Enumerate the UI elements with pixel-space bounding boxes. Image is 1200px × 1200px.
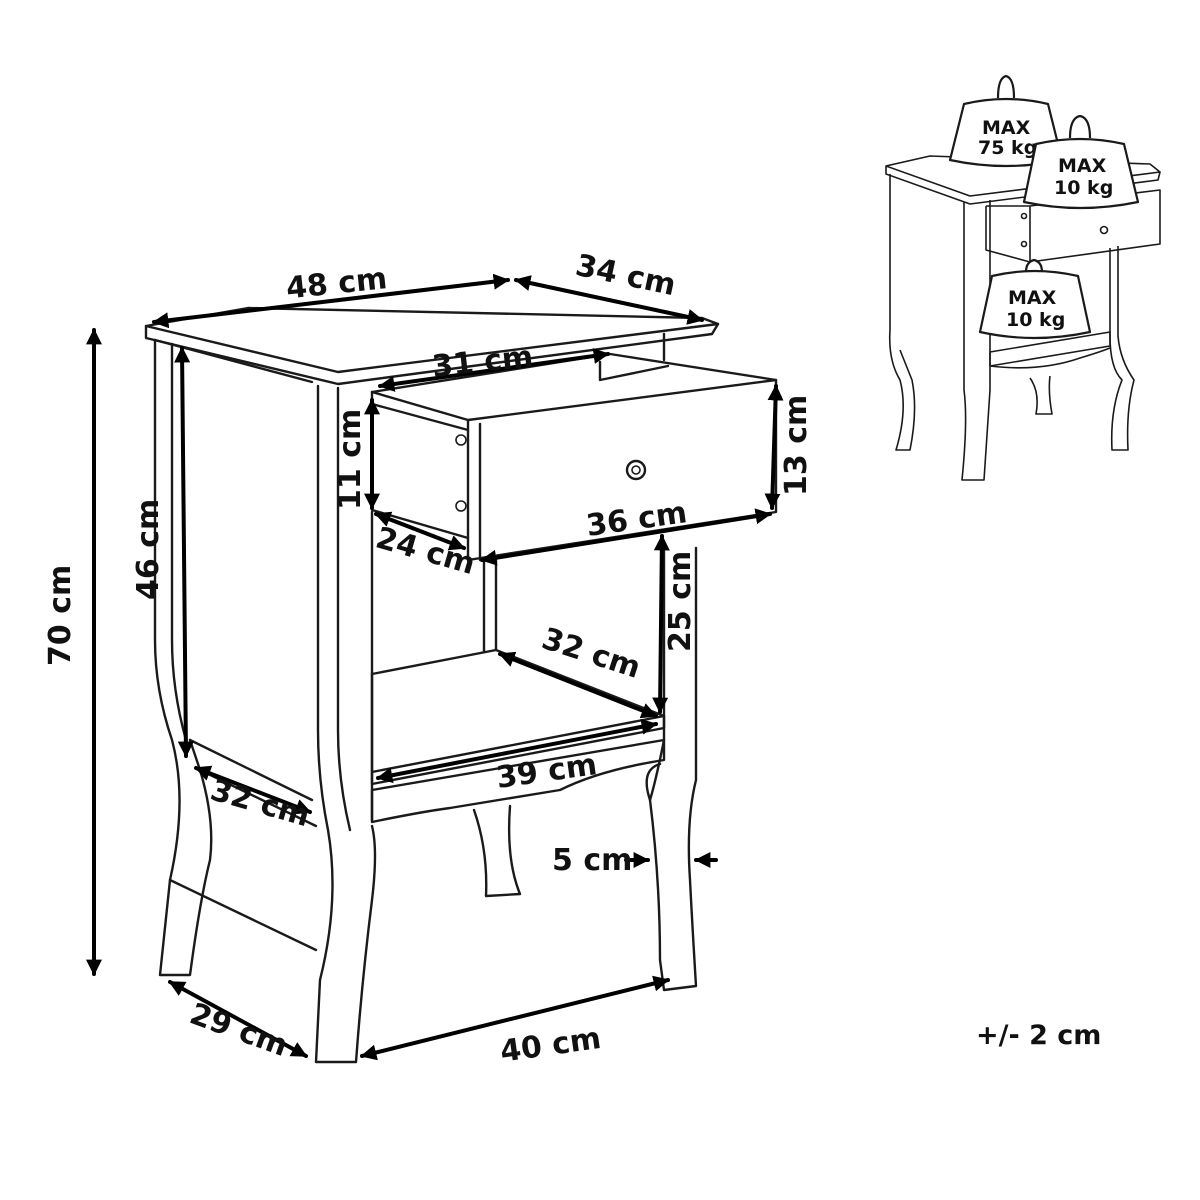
- label-top-width: 48 cm: [284, 261, 388, 306]
- weight-shelf-line1: MAX: [1008, 287, 1057, 309]
- weight-drawer-line1: MAX: [1058, 155, 1107, 177]
- label-shelf-clearance: 25 cm: [663, 551, 698, 652]
- nightstand-drawing: [144, 306, 778, 1064]
- label-drawer-front-height: 13 cm: [779, 395, 814, 496]
- label-base-width: 40 cm: [498, 1021, 603, 1070]
- weight-shelf-line2: 10 kg: [1006, 309, 1065, 331]
- drawer-body: [370, 352, 778, 562]
- back-right-leg: [472, 804, 522, 898]
- label-leg-to-drawer-height: 46 cm: [131, 499, 166, 600]
- weight-drawer-line2: 10 kg: [1054, 177, 1113, 199]
- weight-drawer: MAX 10 kg: [1022, 114, 1140, 210]
- label-side-depth: 32 cm: [207, 773, 314, 835]
- load-limit-diagram: MAX 75 kg MAX 10 kg MAX 10 kg: [885, 74, 1161, 481]
- label-base-depth: 29 cm: [185, 997, 292, 1065]
- label-leg-width: 5 cm: [552, 843, 632, 878]
- drawer-knob: [625, 459, 647, 481]
- tabletop: [144, 322, 720, 386]
- label-drawer-inner-height: 11 cm: [333, 409, 368, 510]
- dimension-lines: [86, 273, 784, 1061]
- label-drawer-front-width: 36 cm: [584, 495, 689, 544]
- front-right-leg: [648, 546, 698, 992]
- label-drawer-depth: 24 cm: [372, 521, 479, 583]
- label-total-height: 70 cm: [43, 565, 78, 666]
- weight-top-line1: MAX: [982, 117, 1031, 139]
- front-left-leg: [314, 384, 377, 1064]
- weight-top-line2: 75 kg: [978, 137, 1037, 159]
- weight-shelf: MAX 10 kg: [978, 258, 1092, 340]
- label-drawer-inner-width: 31 cm: [430, 339, 534, 384]
- label-shelf-width: 39 cm: [494, 747, 599, 796]
- tolerance-note: +/- 2 cm: [976, 1020, 1101, 1051]
